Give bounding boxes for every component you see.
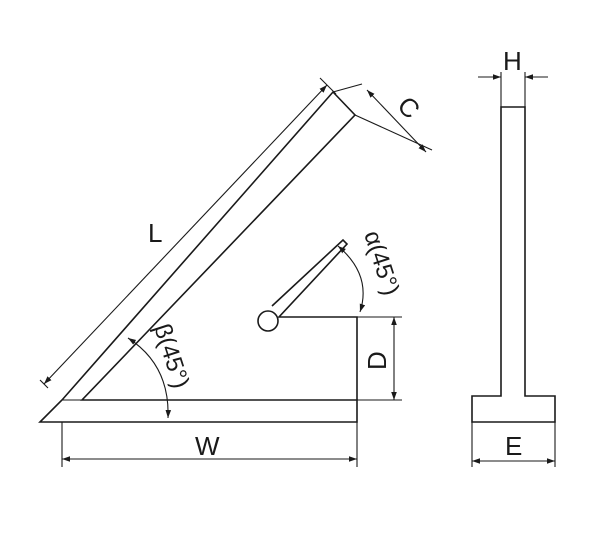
beta-label: β(45°): [148, 321, 194, 392]
side-view-outline: [471, 106, 556, 423]
base-width-label: E: [505, 431, 522, 461]
length-label: L: [148, 218, 162, 248]
blade-width-label: C: [392, 90, 426, 124]
front-view: [38, 90, 358, 423]
depth-label: D: [362, 351, 392, 370]
angle-beta: β(45°): [127, 321, 194, 419]
dimension-base-width: E: [471, 422, 556, 467]
alpha-label: α(45°): [358, 228, 404, 299]
relief-hole: [257, 310, 279, 332]
width-label: W: [195, 431, 220, 461]
dimension-depth: D: [357, 316, 402, 401]
dimension-width: W: [61, 422, 358, 467]
inner-slot-outline: [271, 238, 358, 400]
dimension-blade-width: C: [332, 83, 433, 153]
dimension-thickness: H: [478, 46, 548, 107]
thickness-label: H: [503, 46, 522, 76]
square-body-outline: [38, 90, 358, 423]
dimension-length: L: [39, 77, 337, 389]
side-view: [471, 106, 556, 423]
angle-alpha: α(45°): [337, 228, 404, 313]
